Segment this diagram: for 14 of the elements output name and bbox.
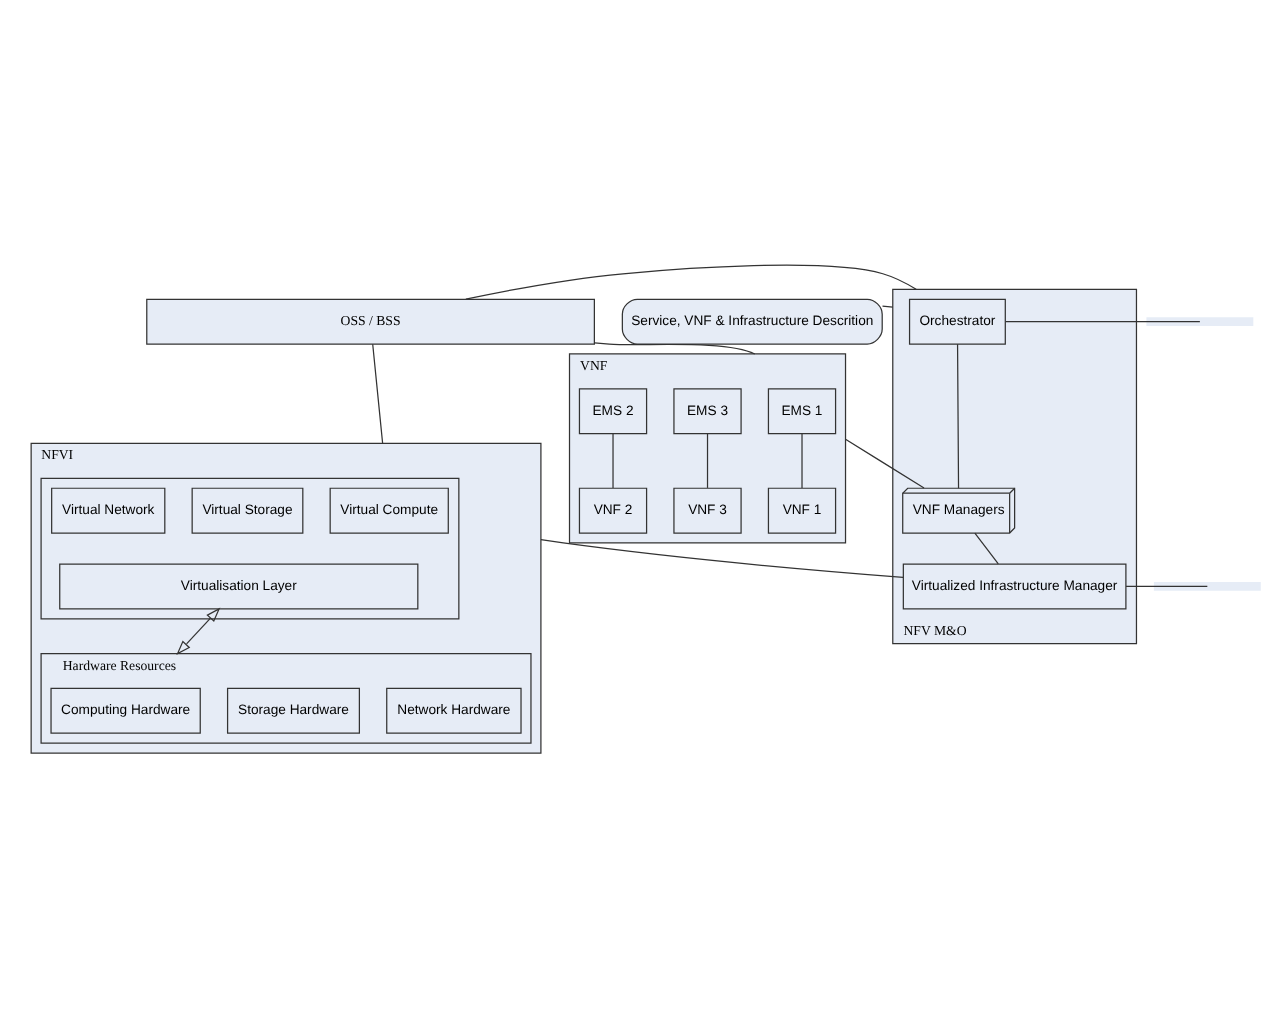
arrow bbox=[176, 607, 221, 655]
connector bbox=[1005, 321, 1201, 323]
connector bbox=[465, 264, 917, 300]
connector bbox=[844, 438, 925, 489]
connector bbox=[706, 433, 709, 489]
connector bbox=[801, 433, 803, 489]
connector bbox=[974, 532, 999, 565]
connector bbox=[372, 343, 384, 445]
connector bbox=[1125, 585, 1208, 588]
connector bbox=[956, 343, 960, 489]
connector bbox=[881, 305, 894, 308]
connector bbox=[540, 539, 904, 578]
cluster bbox=[40, 477, 460, 620]
connector bbox=[612, 433, 614, 489]
